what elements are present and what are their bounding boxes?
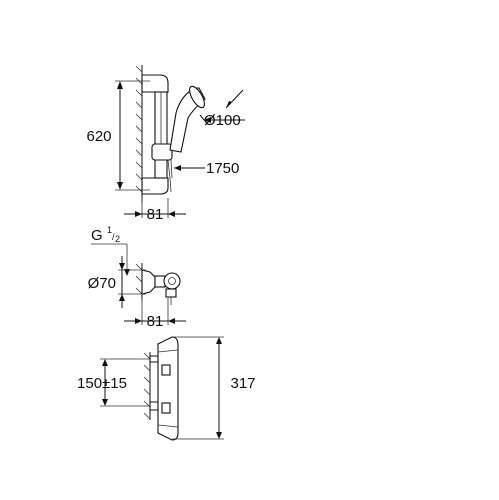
handshower-diameter-label: Ø100 xyxy=(204,112,241,129)
handshower-diameter-dimension: Ø100 xyxy=(199,89,245,129)
height-dimension-317: 317 xyxy=(172,336,256,440)
shower-hose xyxy=(167,159,172,193)
depth-dimension-middle: 81 xyxy=(124,298,186,330)
svg-text:2: 2 xyxy=(115,234,120,244)
svg-text:G: G xyxy=(91,227,103,244)
svg-text:1: 1 xyxy=(107,225,112,235)
lower-s-union xyxy=(149,401,159,411)
height-dimension-620: 620 xyxy=(86,80,150,191)
thermostat-mixer: 150±15 317 xyxy=(77,336,256,441)
mixer-body xyxy=(157,336,179,441)
upper-s-union xyxy=(149,355,159,363)
mixer-outlet-lower xyxy=(161,402,171,414)
wall-hatching-top xyxy=(135,65,143,203)
depth-dimension-top: 81 xyxy=(124,198,186,223)
centers-label: 150±15 xyxy=(77,375,127,392)
wall-hatching-middle xyxy=(135,263,143,301)
wall-hatching-bottom xyxy=(143,352,151,420)
flange-diameter-label: Ø70 xyxy=(88,275,116,292)
hose-length-label: 1750 xyxy=(206,160,239,177)
slider xyxy=(151,143,173,161)
wall-connection: G 1 / 2 Ø70 xyxy=(88,225,186,330)
mixer-outlet xyxy=(161,364,171,376)
flange-diameter-dimension: Ø70 xyxy=(88,256,146,308)
shower-rail-set: 620 Ø100 1750 81 xyxy=(86,65,245,223)
depth-label-middle: 81 xyxy=(147,313,164,330)
lower-bracket xyxy=(141,177,169,195)
svg-text:/: / xyxy=(112,232,115,242)
wall-flange xyxy=(141,269,156,295)
connector-valve xyxy=(163,272,181,290)
thread-label: G 1 / 2 xyxy=(91,225,130,276)
height-label-620: 620 xyxy=(86,128,111,145)
hose-connector xyxy=(165,288,177,298)
handshower-head xyxy=(189,85,205,109)
centers-dimension: 150±15 xyxy=(77,358,150,407)
hose-length-dimension: 1750 xyxy=(174,160,239,177)
depth-label-top: 81 xyxy=(147,206,164,223)
height-label-317: 317 xyxy=(230,375,255,392)
upper-bracket xyxy=(141,74,169,93)
